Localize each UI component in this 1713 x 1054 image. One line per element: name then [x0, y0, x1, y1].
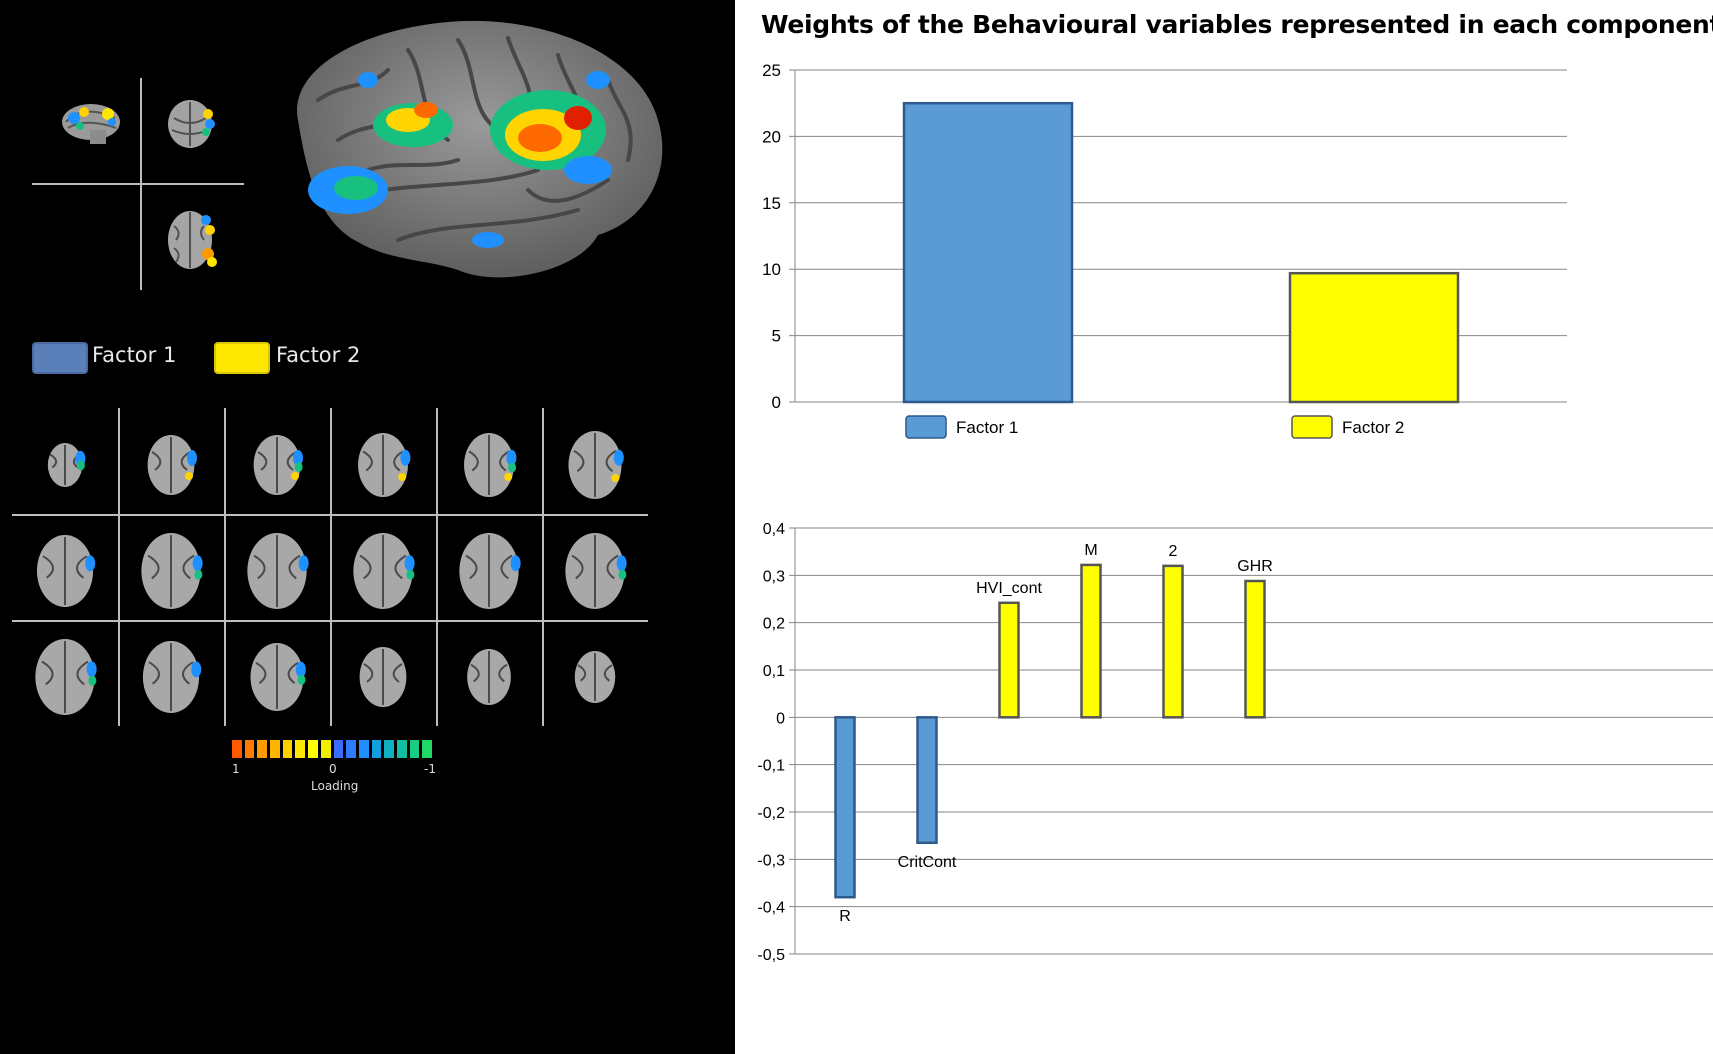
- colorbar-cell: [371, 740, 382, 758]
- axial-slice-thumb: [141, 533, 203, 609]
- colorbar-cell: [422, 740, 432, 758]
- axial-slice-thumb: [574, 651, 616, 703]
- colorbar-cell: [295, 740, 306, 758]
- legend-swatch: [905, 415, 947, 439]
- legend-chip-factor-2: [214, 342, 270, 374]
- axial-slice-thumb: [147, 435, 197, 495]
- bar: [1162, 564, 1184, 719]
- bar: [1244, 579, 1266, 719]
- colorbar-cell: [384, 740, 394, 758]
- legend-chip-factor-1: [32, 342, 88, 374]
- y-tick-label: -0,3: [757, 852, 785, 869]
- brain-figure-panel: Factor 1 Factor 2 1 0 -1 Loading: [0, 0, 735, 1054]
- legend-label-factor-2: Factor 2: [276, 343, 361, 367]
- sagittal-slice: [60, 100, 122, 153]
- colorbar-label: Loading: [311, 779, 359, 793]
- y-tick-label: 5: [772, 327, 781, 346]
- axial-slice-thumb: [36, 535, 96, 607]
- bar-label: GHR: [1237, 558, 1273, 575]
- y-tick-label: 10: [762, 260, 781, 279]
- colorbar-cell: [320, 740, 331, 758]
- bar-label: CritCont: [898, 854, 957, 871]
- colorbar-cell: [409, 740, 420, 758]
- bar: [834, 716, 856, 899]
- legend-label: Factor 1: [956, 418, 1018, 437]
- slice-grid-divider: [224, 408, 226, 726]
- bar: [998, 601, 1020, 719]
- y-tick-label: 0: [776, 710, 785, 727]
- axial-slice-thumb: [47, 443, 86, 487]
- axial-slice-thumb: [142, 641, 202, 713]
- axial-slice-thumb: [459, 533, 521, 609]
- axial-slice: [164, 208, 222, 277]
- y-tick-label: -0,1: [757, 758, 785, 775]
- colorbar-cell: [358, 740, 369, 758]
- bar-label: R: [839, 908, 851, 925]
- legend-label-factor-1: Factor 1: [92, 343, 177, 367]
- colorbar-cell: [346, 740, 356, 758]
- slice-grid-divider: [330, 408, 332, 726]
- bar-label: HVI_cont: [976, 580, 1042, 597]
- slice-grid-divider: [118, 408, 120, 726]
- axial-slice-thumb: [353, 533, 415, 609]
- y-tick-label: 0,2: [763, 616, 785, 633]
- axial-slice-thumb: [467, 649, 511, 705]
- y-tick-label: 20: [762, 127, 781, 146]
- colorbar-cell: [308, 740, 318, 758]
- colorbar-cell: [244, 740, 255, 758]
- axial-slice-thumb: [250, 643, 306, 711]
- coronal-slice: [164, 98, 220, 159]
- bar: [916, 716, 938, 845]
- legend-swatch: [1291, 415, 1333, 439]
- colorbar-cell: [333, 740, 344, 758]
- slice-grid-divider: [12, 514, 648, 516]
- chart-title: Weights of the Behavioural variables rep…: [761, 10, 1713, 39]
- y-tick-label: 25: [762, 61, 781, 80]
- bar-label: 2: [1169, 543, 1178, 560]
- y-tick-label: -0,2: [757, 805, 785, 822]
- colorbar-tick-mid: 0: [329, 762, 337, 776]
- legend-label: Factor 2: [1342, 418, 1404, 437]
- y-tick-label: 0,4: [763, 521, 785, 538]
- axial-slice-thumb: [247, 533, 309, 609]
- colorbar-cell: [282, 740, 293, 758]
- y-tick-label: -0,5: [757, 947, 785, 964]
- axial-slice-thumb: [358, 433, 411, 497]
- crosshair-horizontal: [32, 183, 244, 185]
- colorbar-cell: [257, 740, 268, 758]
- inflated-brain-render: [278, 10, 674, 295]
- colorbar-cell: [396, 740, 407, 758]
- colorbar-tick-left: 1: [232, 762, 240, 776]
- axial-slice-thumb: [565, 533, 627, 609]
- axial-slice-thumb: [35, 639, 97, 715]
- y-tick-label: -0,4: [757, 900, 785, 917]
- y-tick-label: 0,1: [763, 663, 785, 680]
- colorbar-cell: [270, 740, 280, 758]
- bar: [1080, 563, 1102, 719]
- axial-slice-thumb: [359, 647, 407, 707]
- colorbar-cells: [232, 740, 435, 758]
- colorbar-tick-right: -1: [424, 762, 436, 776]
- slice-grid-divider: [12, 620, 648, 622]
- axial-slice-thumb: [253, 435, 303, 495]
- y-tick-label: 0: [772, 393, 781, 412]
- bar: [1288, 271, 1460, 404]
- axial-slice-thumb: [464, 433, 517, 497]
- slice-grid-divider: [542, 408, 544, 726]
- colorbar-cell: [232, 740, 242, 758]
- y-tick-label: 0,3: [763, 568, 785, 585]
- bar-label: M: [1084, 542, 1097, 559]
- slice-grid-divider: [436, 408, 438, 726]
- axial-slice-thumb: [568, 431, 624, 499]
- y-tick-label: 15: [762, 194, 781, 213]
- variable-loadings-chart: 0,4 0,3 0,2 0,1 0 -0,1 -0,2 -0,3 -0,4 -0,5 R CritCo…: [757, 521, 1713, 964]
- bar: [902, 101, 1074, 404]
- chart-panel: Weights of the Behavioural variables rep…: [735, 0, 1713, 1054]
